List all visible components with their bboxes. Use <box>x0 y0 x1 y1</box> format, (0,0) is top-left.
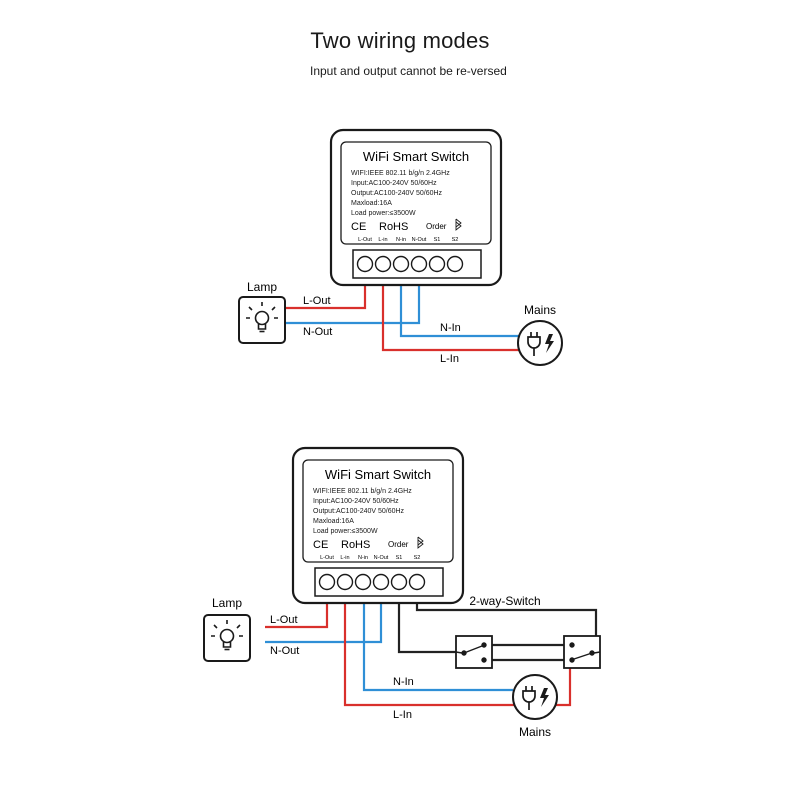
wire-label-n-out: N-Out <box>270 645 299 657</box>
diagram-1: WiFi Smart Switch WIFI:IEEE 802.11 b/g/n… <box>238 128 563 366</box>
order-label: Order <box>388 540 409 549</box>
plug-icon <box>527 332 541 356</box>
spec-output: Output:AC100-240V 50/60Hz <box>313 508 405 515</box>
wire-label-l-out: L-Out <box>270 614 298 626</box>
lightning-icon <box>545 334 554 353</box>
wire-n-in-2 <box>362 586 513 692</box>
switch-contact-icon <box>455 642 487 663</box>
two-way-switch-right <box>563 635 601 669</box>
wire-n-out-1 <box>285 268 421 325</box>
spec-wifi: WIFI:IEEE 802.11 b/g/n 2.4GHz <box>313 488 412 495</box>
bluetooth-icon <box>455 218 462 231</box>
wire-n-out-2 <box>265 586 383 644</box>
terminal-label: L-Out <box>358 237 372 243</box>
terminal-label: N-in <box>358 555 368 561</box>
terminal-label: L-Out <box>320 555 334 561</box>
lightbulb-icon <box>211 620 243 651</box>
terminal-label: L-in <box>378 237 387 243</box>
wire-label-n-in: N-In <box>393 676 414 688</box>
spec-maxload: Maxload:16A <box>351 200 392 207</box>
device-name: WiFi Smart Switch <box>325 467 431 482</box>
diagram-2: WiFi Smart Switch WIFI:IEEE 802.11 b/g/n… <box>203 446 601 739</box>
terminal-label: L-in <box>340 555 349 561</box>
mains-plug-2 <box>512 674 558 720</box>
mains-label: Mains <box>524 303 556 317</box>
smart-switch-module-2: WiFi Smart Switch WIFI:IEEE 802.11 b/g/n… <box>291 446 465 605</box>
switch-contact-icon <box>569 642 601 663</box>
spec-wifi: WIFI:IEEE 802.11 b/g/n 2.4GHz <box>351 170 450 177</box>
lamp-box-1 <box>238 296 286 344</box>
wire-l-in-1 <box>381 268 519 352</box>
spec-load-power: Load power:≤3500W <box>351 210 416 217</box>
wire-s1 <box>397 586 458 654</box>
wire-label-l-in: L-In <box>440 353 459 365</box>
device-name: WiFi Smart Switch <box>363 149 469 164</box>
plug-icon <box>522 686 536 710</box>
terminal-label: N-in <box>396 237 406 243</box>
wire-l-in-2 <box>343 586 572 707</box>
page-subtitle: Input and output cannot be re-versed <box>310 64 507 78</box>
rohs-mark: RoHS <box>379 221 408 233</box>
lamp-box-2 <box>203 614 251 662</box>
wire-label-l-in: L-In <box>393 709 412 721</box>
terminal-label: S1 <box>434 237 441 243</box>
order-label: Order <box>426 222 447 231</box>
ce-mark: CE <box>313 539 328 551</box>
wire-label-l-out: L-Out <box>303 295 331 307</box>
mains-plug-1 <box>517 320 563 366</box>
terminal-label: S2 <box>414 555 421 561</box>
spec-load-power: Load power:≤3500W <box>313 528 378 535</box>
smart-switch-module-1: WiFi Smart Switch WIFI:IEEE 802.11 b/g/n… <box>329 128 503 287</box>
bluetooth-icon <box>417 536 424 549</box>
terminal-label: S1 <box>396 555 403 561</box>
spec-output: Output:AC100-240V 50/60Hz <box>351 190 443 197</box>
wire-label-n-out: N-Out <box>303 326 332 338</box>
terminal-label: N-Out <box>412 237 427 243</box>
lamp-label: Lamp <box>247 280 277 294</box>
lamp-label: Lamp <box>212 596 242 610</box>
spec-input: Input:AC100-240V 50/60Hz <box>351 180 437 187</box>
two-way-switch-label: 2-way-Switch <box>469 594 540 608</box>
spec-maxload: Maxload:16A <box>313 518 354 525</box>
lightbulb-icon <box>246 302 278 333</box>
spec-input: Input:AC100-240V 50/60Hz <box>313 498 399 505</box>
rohs-mark: RoHS <box>341 539 370 551</box>
page-title: Two wiring modes <box>310 28 490 53</box>
two-way-switch-left <box>455 635 493 669</box>
mains-label: Mains <box>519 725 551 739</box>
terminal-label: N-Out <box>374 555 389 561</box>
wire-n-in-1 <box>399 268 519 338</box>
ce-mark: CE <box>351 221 366 233</box>
lightning-icon <box>540 688 549 707</box>
terminal-label: S2 <box>452 237 459 243</box>
wire-label-n-in: N-In <box>440 322 461 334</box>
